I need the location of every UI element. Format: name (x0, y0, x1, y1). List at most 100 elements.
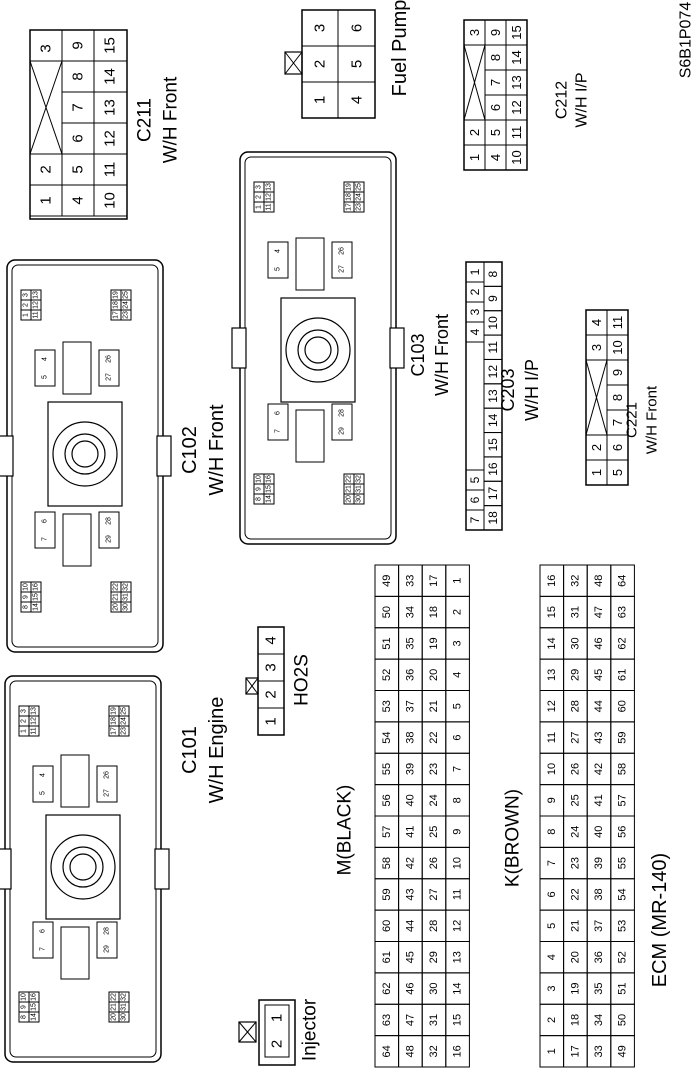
pin-label: 39 (593, 857, 605, 869)
pin-label: 4 (40, 773, 47, 777)
pin-label: 41 (593, 794, 605, 806)
guide-slot (295, 409, 325, 463)
pin-pair (267, 241, 289, 279)
pin-label: 52 (381, 669, 393, 681)
pin-label: 4 (275, 249, 282, 253)
pin-label: 42 (404, 857, 416, 869)
pin-label: 35 (404, 637, 416, 649)
pin-label: 48 (593, 575, 605, 587)
pin-label: 32 (123, 583, 130, 591)
pin-label: 2 (38, 165, 55, 173)
connector-subtitle: W/H Front (161, 76, 182, 163)
center-ring (64, 433, 106, 475)
pin-label: 10 (546, 763, 558, 775)
pin-label: 17 (346, 203, 353, 211)
pin-label: 62 (381, 982, 393, 994)
center-ring (52, 421, 118, 487)
pin-label: 28 (104, 927, 111, 935)
connector-housing (4, 675, 162, 1063)
pin-cell (257, 707, 285, 736)
pin-label: 7 (468, 516, 482, 523)
pin-label: 10 (486, 316, 500, 330)
pin-label: 8 (70, 72, 87, 80)
pin-label: 20 (428, 669, 440, 681)
pin-label: 9 (610, 369, 625, 376)
guide-slot (60, 926, 90, 980)
pin-cell (28, 1011, 40, 1023)
pin-label: 3 (21, 709, 28, 713)
pin-label: 10 (610, 340, 625, 354)
pin-cell (505, 144, 528, 171)
pin-label: 23 (569, 857, 581, 869)
pin-label: 49 (617, 1045, 629, 1057)
pin-label: 4 (70, 196, 87, 204)
pin-cell (30, 309, 42, 321)
pin-label: 13 (31, 707, 38, 715)
pin-label: 5 (488, 129, 503, 136)
pin-label: 9 (486, 295, 500, 302)
latch-line (284, 51, 303, 75)
pin-cell (118, 725, 130, 737)
pin-label: 59 (381, 888, 393, 900)
pin-cell (353, 493, 365, 505)
pin-label: 4 (263, 636, 280, 644)
pin-label: 50 (381, 606, 393, 618)
pin-label: 62 (617, 637, 629, 649)
latch-icon (238, 1021, 257, 1043)
pin-label: 44 (593, 700, 605, 712)
pin-label: 64 (617, 575, 629, 587)
connector-subtitle: W/H Front (432, 314, 452, 396)
pin-label: 37 (593, 920, 605, 932)
pin-label: 35 (593, 982, 605, 994)
center-ring (297, 329, 339, 371)
latch-line (245, 677, 259, 695)
pin-pair (98, 511, 120, 549)
connector-name: Injector (300, 998, 321, 1061)
pin-label: 3 (263, 663, 280, 671)
connector-c101: 3211312111098161514191817252423222120323… (0, 675, 228, 1063)
guide-slot (62, 341, 92, 395)
pin-label: 1 (21, 729, 28, 733)
pin-label: 6 (70, 134, 87, 142)
connector-name: C212 (554, 81, 571, 119)
center-socket (45, 814, 121, 920)
pin-label: 10 (256, 475, 263, 483)
center-ring (304, 336, 332, 364)
connector-name: C203 (498, 368, 518, 411)
pin-label: 51 (381, 637, 393, 649)
pin-label: 30 (428, 982, 440, 994)
pin-label: 23 (428, 763, 440, 775)
pin-label: 7 (70, 103, 87, 111)
pin-label: 40 (404, 794, 416, 806)
pin-cell (93, 184, 128, 217)
pin-label: 19 (346, 183, 353, 191)
pin-label: 3 (468, 308, 482, 315)
pin-label: 28 (569, 700, 581, 712)
pin-label: 13 (452, 951, 464, 963)
pin-label: 15 (266, 485, 273, 493)
pin-label: 64 (381, 1045, 393, 1057)
pin-label: 33 (404, 575, 416, 587)
pin-label: 7 (275, 429, 282, 433)
pin-label: 2 (23, 303, 30, 307)
connector-name: HO2S (292, 654, 313, 706)
pin-label: 58 (617, 763, 629, 775)
pin-label: 31 (121, 1003, 128, 1011)
pin-label: 14 (546, 637, 558, 649)
guide-slot (295, 237, 325, 291)
pin-label: 31 (356, 485, 363, 493)
pin-label: 18 (569, 1014, 581, 1026)
pin-label: 10 (509, 150, 524, 164)
pin-pair (96, 765, 118, 803)
keyway-line (29, 60, 63, 155)
pin-label: 14 (266, 495, 273, 503)
connector-name: C102 (179, 426, 201, 474)
ecm-connectors: 4950515253545556575859606162636433343536… (335, 564, 671, 1068)
pin-label: 12 (266, 193, 273, 201)
pin-label: 21 (113, 593, 120, 601)
side-notch (231, 327, 247, 369)
pin-label: 25 (356, 183, 363, 191)
